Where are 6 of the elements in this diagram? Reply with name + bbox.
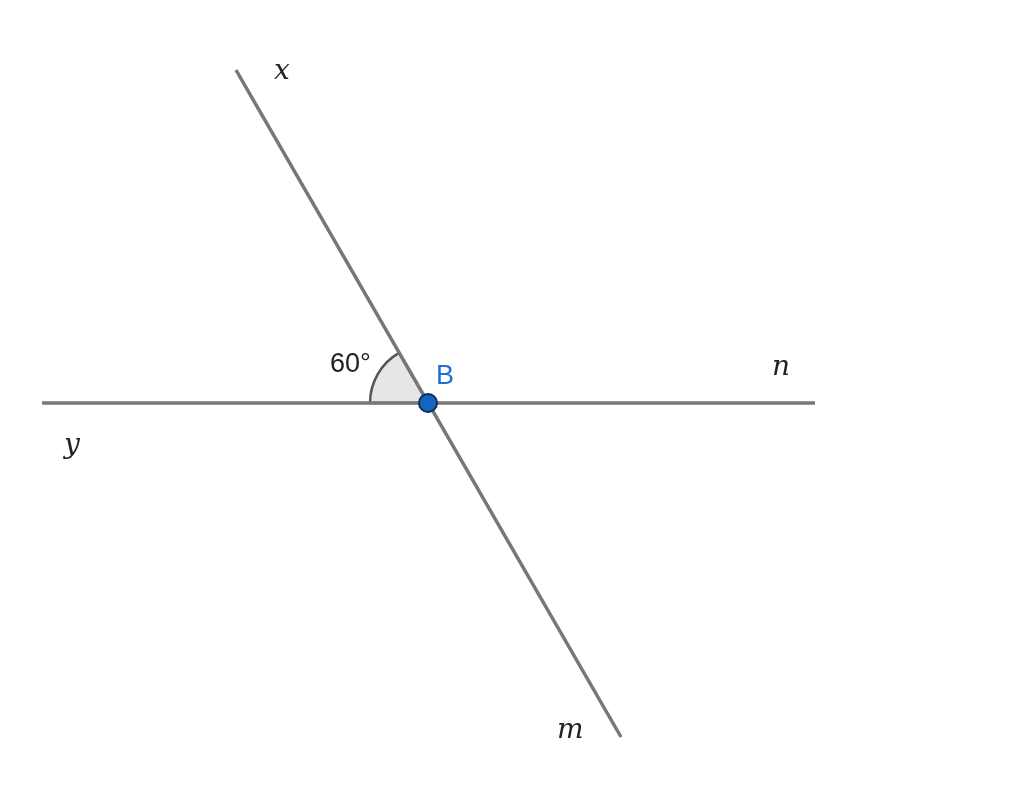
line-label: n [772,352,791,380]
angle-label: 60° [330,350,371,377]
line-label: y [64,430,80,458]
line-label: m [557,715,584,743]
point-label: B [436,362,454,389]
line-label: x [274,56,290,84]
